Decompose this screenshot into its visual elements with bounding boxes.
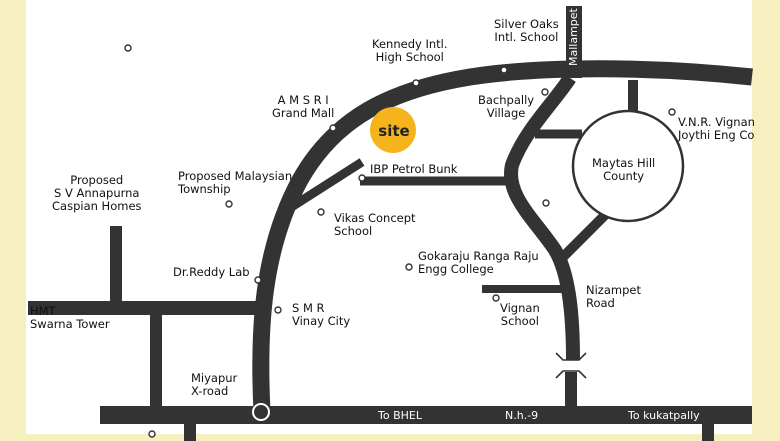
label-maytas-county: Maytas Hill County	[592, 156, 656, 183]
label-malaysian-township: Proposed Malaysian Township	[178, 169, 293, 196]
label-ibp-petrol-bunk: IBP Petrol Bunk	[370, 162, 458, 176]
landmark-dot-gokaraju	[405, 263, 413, 271]
label-drreddy-lab: Dr.Reddy Lab	[173, 265, 250, 279]
label-miyapur-xroad: Miyapur X-road	[191, 371, 238, 398]
landmark-dot-drreddy	[254, 276, 262, 284]
road-ibp-diagonal	[287, 158, 365, 212]
landmark-dot-gokaraju-2	[542, 199, 550, 207]
label-annapurna-homes: Proposed S V Annapurna Caspian Homes	[52, 173, 142, 213]
landmark-dot-vikas	[317, 208, 325, 216]
landmark-dot-bottom	[148, 430, 156, 438]
road-maytas-south	[556, 211, 609, 264]
label-kennedy-school: Kennedy Intl. High School	[372, 37, 448, 64]
site-marker	[370, 107, 416, 153]
frame-border-bottom	[0, 434, 780, 441]
label-hmt-tower: HMT Swarna Tower	[30, 304, 110, 331]
crossing-mark	[555, 352, 587, 379]
label-vignan-school: Vignan School	[500, 301, 540, 328]
label-to-kukatpally: To kukatpally	[628, 409, 700, 422]
landmark-dot-ibp	[358, 174, 366, 182]
maytas-circle	[571, 109, 685, 223]
landmark-dot-silver-oaks	[500, 66, 508, 74]
frame-border-left	[0, 0, 26, 441]
landmark-dot-amsri	[329, 124, 337, 132]
site-label: site	[378, 122, 410, 140]
label-nh9: N.h.-9	[505, 409, 539, 422]
label-amsri-mall: A M S R I Grand Mall	[272, 93, 335, 120]
landmark-dot-annapurna	[124, 44, 132, 52]
road-main-arc	[252, 60, 753, 413]
label-silver-oaks-school: Silver Oaks Intl. School	[494, 17, 559, 44]
label-vnr-college: V.N.R. Vignan Joythi Eng Co	[678, 115, 755, 142]
landmark-dot-bachpally	[541, 88, 549, 96]
landmark-dot-vignan	[492, 294, 500, 302]
landmark-dot-smr	[274, 306, 282, 314]
label-mallampet-road: Mallampet	[567, 8, 580, 66]
landmark-dot-malaysian	[225, 200, 233, 208]
label-nizampet-road: Nizampet Road	[586, 283, 641, 310]
label-smr-city: S M R Vinay City	[292, 301, 351, 328]
label-gokaraju-college: Gokaraju Ranga Raju Engg College	[418, 249, 539, 276]
road-nizampet	[503, 74, 580, 361]
frame-border-right	[752, 0, 780, 441]
miyapur-roundabout	[252, 403, 270, 421]
landmark-dot-vnr	[668, 108, 676, 116]
label-vikas-school: Vikas Concept School	[334, 211, 416, 238]
label-bachpally-village: Bachpally Village	[478, 93, 535, 120]
label-to-bhel: To BHEL	[378, 409, 422, 422]
landmark-dot-kennedy	[412, 79, 420, 87]
